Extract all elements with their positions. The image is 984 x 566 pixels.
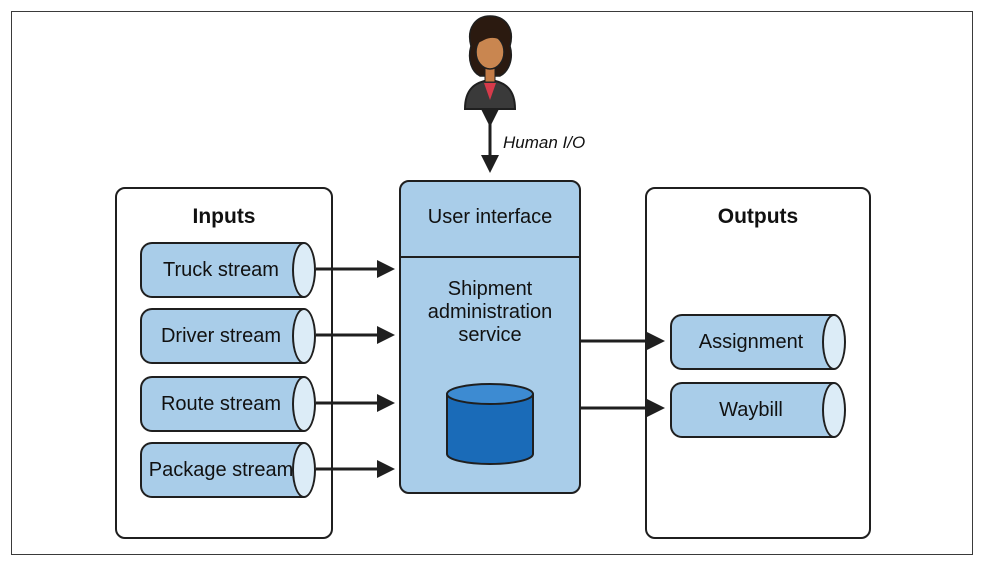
waybill-stream: Waybill [670, 382, 846, 438]
outputs-title: Outputs [717, 205, 799, 228]
route-stream: Route stream [140, 376, 316, 432]
package-stream-cap [292, 442, 316, 498]
service-name-line2: administration [427, 301, 553, 323]
service-name-line3: service [458, 324, 522, 346]
assignment-stream-label: Assignment [670, 314, 834, 370]
route-stream-label: Route stream [140, 376, 304, 432]
assignment-stream: Assignment [670, 314, 846, 370]
package-stream: Package stream [140, 442, 316, 498]
database-icon [446, 383, 534, 465]
user-interface-divider [401, 256, 579, 258]
inputs-title: Inputs [192, 205, 256, 228]
assignment-stream-cap [822, 314, 846, 370]
human-io-label: Human I/O [503, 133, 586, 152]
diagram-frame [11, 11, 973, 555]
person-icon [463, 15, 517, 110]
truck-stream-label: Truck stream [140, 242, 304, 298]
truck-stream: Truck stream [140, 242, 316, 298]
driver-stream-cap [292, 308, 316, 364]
service-name-line1: Shipment [447, 278, 533, 300]
package-stream-label: Package stream [140, 442, 304, 498]
driver-stream: Driver stream [140, 308, 316, 364]
driver-stream-label: Driver stream [140, 308, 304, 364]
truck-stream-cap [292, 242, 316, 298]
user-interface-label: User interface [427, 206, 553, 228]
waybill-stream-label: Waybill [670, 382, 834, 438]
route-stream-cap [292, 376, 316, 432]
service-name: Shipment administration service [401, 278, 579, 347]
waybill-stream-cap [822, 382, 846, 438]
